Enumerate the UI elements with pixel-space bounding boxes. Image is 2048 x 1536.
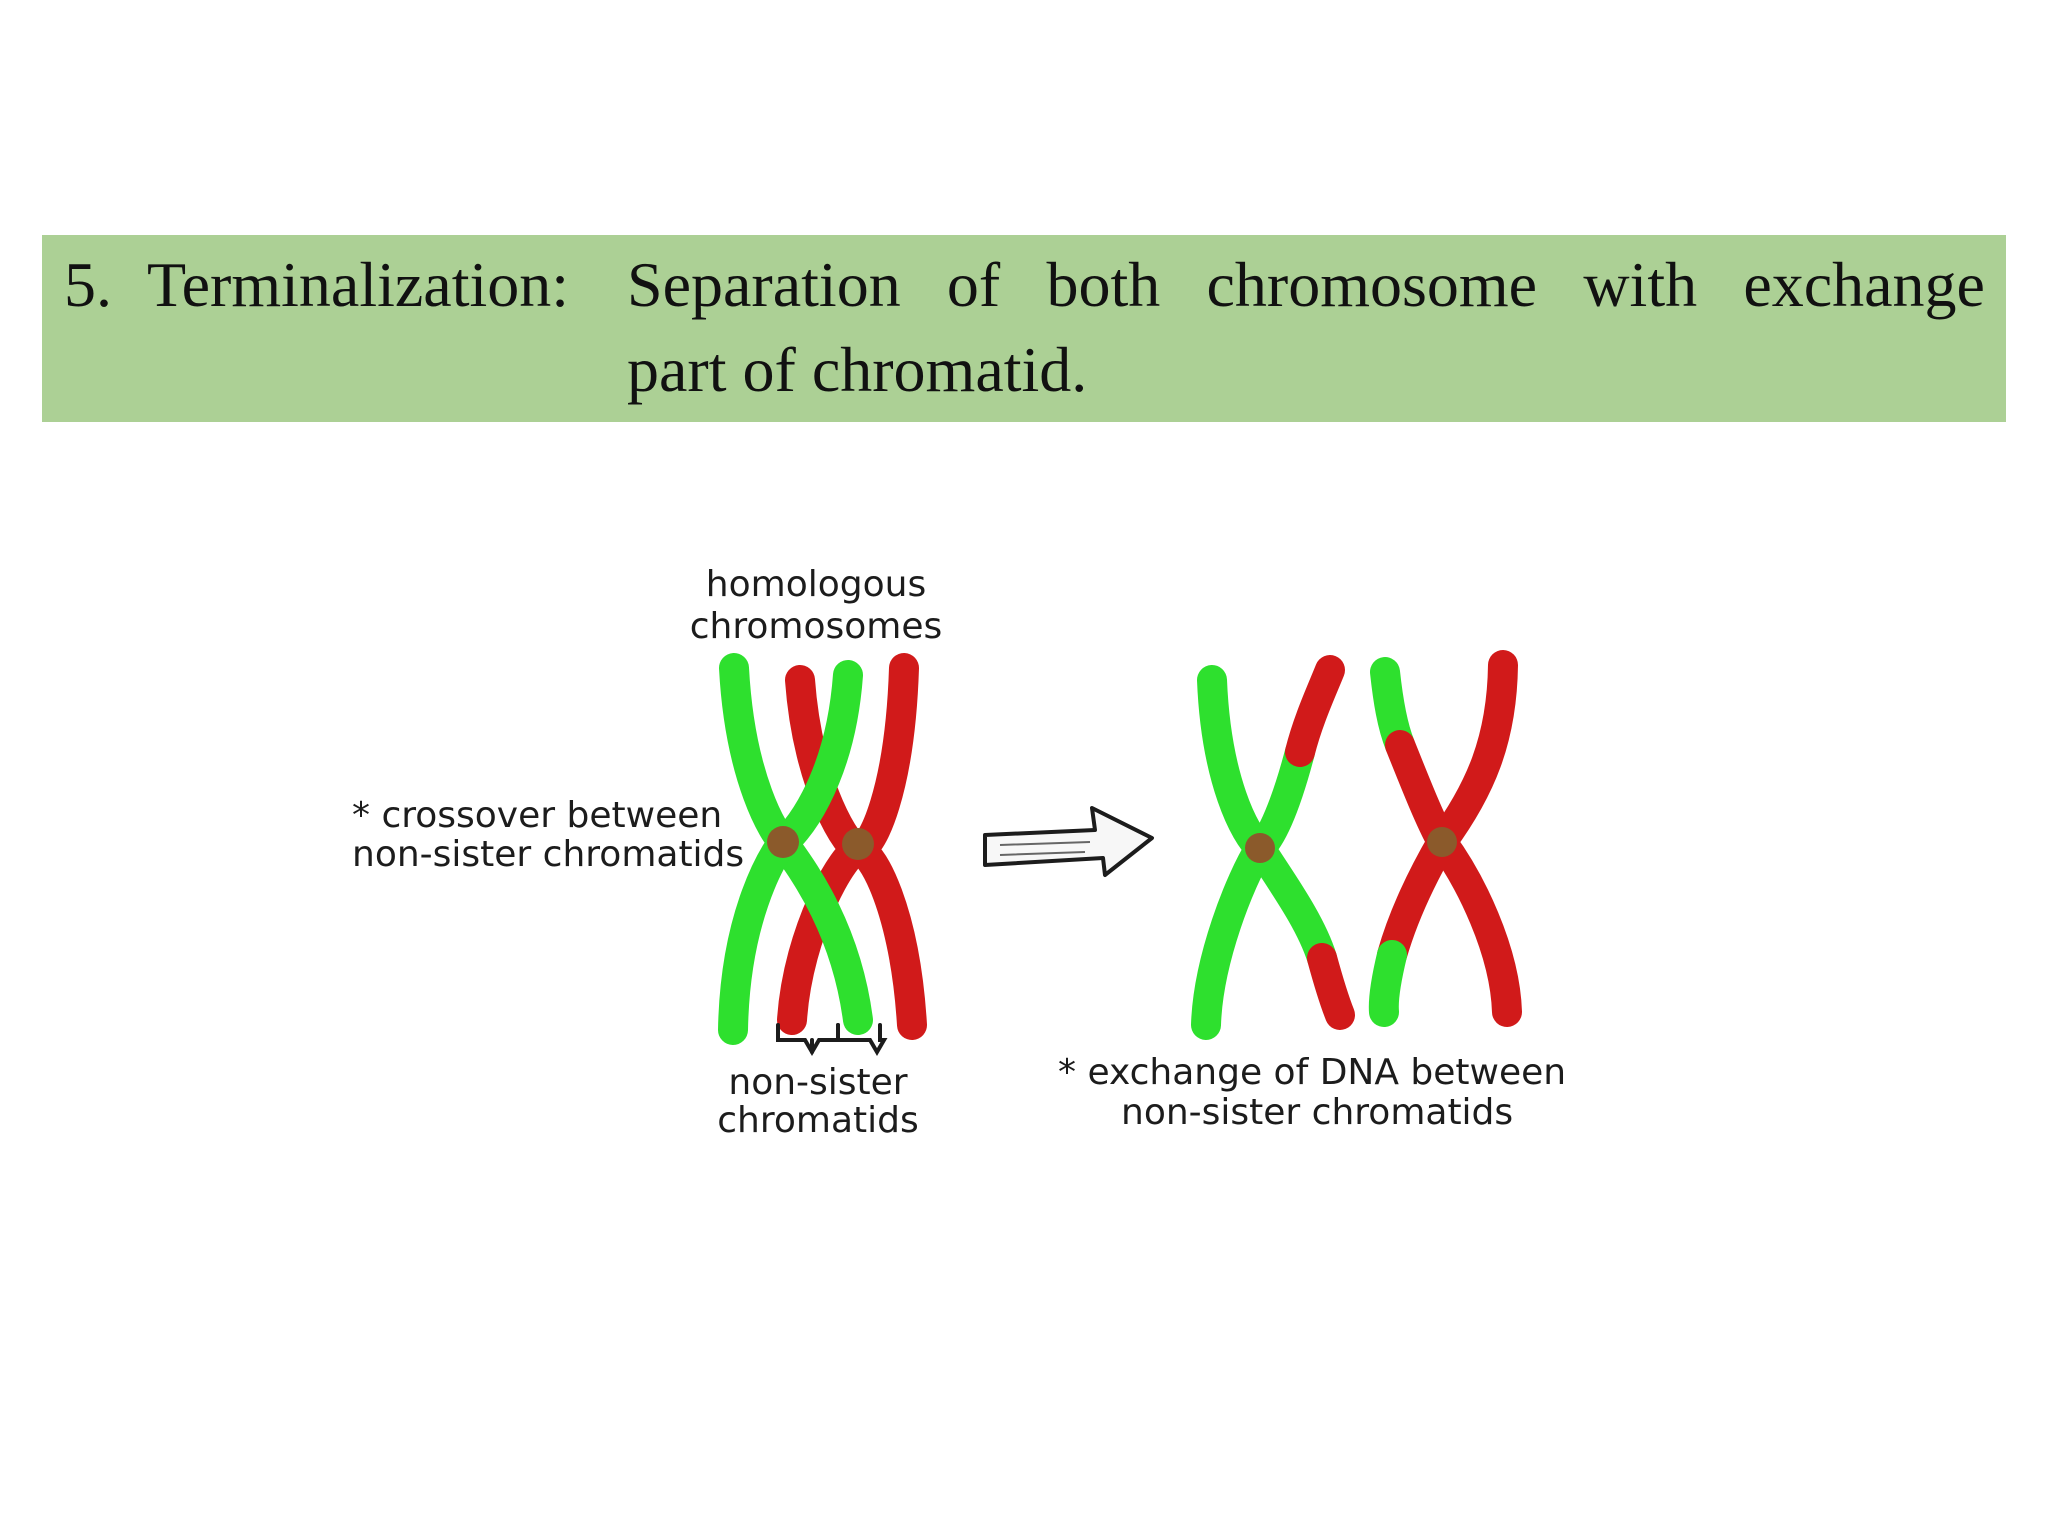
title-word: Separation <box>627 249 901 320</box>
label-homologous-line2: chromosomes <box>690 606 943 647</box>
bracket-icon <box>776 1023 888 1056</box>
recombinant-chromosome-green <box>1191 655 1355 1040</box>
title-line-1: Separation of both chromosome with excha… <box>627 253 1985 317</box>
centromere-green <box>767 826 799 858</box>
label-homologous-line1: homologous <box>706 564 926 605</box>
arrow-right-icon <box>983 806 1154 877</box>
title-number: 5. <box>64 249 112 320</box>
title-word: both <box>1046 249 1161 320</box>
label-crossover-line1: * crossover between <box>352 795 722 836</box>
centromere-red <box>842 828 874 860</box>
title-word: with <box>1583 249 1698 320</box>
title-banner <box>42 235 2006 422</box>
title-word: exchange <box>1743 249 1985 320</box>
label-nonsister-line2: chromatids <box>717 1100 919 1141</box>
label-nonsister-line1: non-sister <box>728 1062 907 1103</box>
label-crossover-line2: non-sister chromatids <box>352 834 744 875</box>
centromere-right-green <box>1245 833 1275 863</box>
title-word: chromosome <box>1206 249 1538 320</box>
centromere-right-red <box>1427 827 1457 857</box>
title-line-2: part of chromatid. <box>627 334 1088 405</box>
label-exchange-line2: non-sister chromatids <box>1121 1092 1513 1133</box>
title-word: of <box>946 249 1001 320</box>
label-exchange-line1: * exchange of DNA between <box>1058 1052 1566 1093</box>
recombinant-chromosome-red <box>1368 650 1522 1027</box>
title-term: Terminalization: <box>147 249 570 320</box>
homologous-chromosomes-group <box>718 653 927 1045</box>
